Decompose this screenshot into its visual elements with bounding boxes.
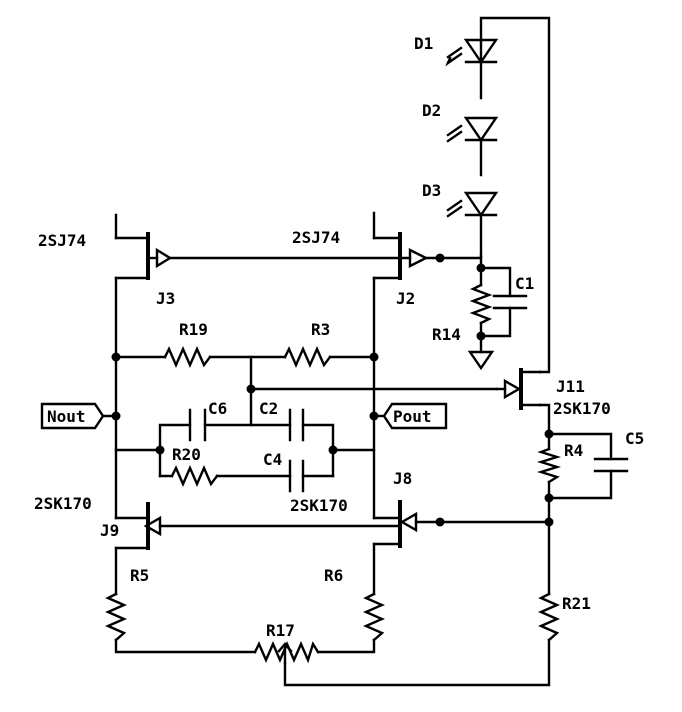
- junction-dot: [328, 445, 338, 455]
- transistor-j3: 2SJ74 J3: [38, 231, 175, 308]
- ground-symbol: [467, 350, 495, 371]
- capacitor-c4-label: C4: [263, 450, 282, 469]
- resistor-r14-label: R14: [432, 325, 461, 344]
- capacitor-c6: C6: [188, 399, 227, 442]
- transistor-j8-ref: J8: [393, 469, 412, 488]
- transistor-j11: J11 2SK170: [495, 368, 611, 418]
- junction-dot: [369, 352, 379, 362]
- resistor-r5-label: R5: [130, 566, 149, 585]
- resistor-r4: R4: [536, 441, 583, 484]
- transistor-j3-part: 2SJ74: [38, 231, 86, 250]
- transistor-j8: J8 2SK170: [290, 469, 418, 548]
- diode-d1-label: D1: [414, 34, 433, 53]
- transistor-j2: 2SJ74 J2: [292, 228, 429, 308]
- junctions: [111, 253, 554, 527]
- capacitor-c5: C5: [593, 429, 644, 473]
- junction-dot: [246, 384, 256, 394]
- junction-dot: [544, 429, 554, 439]
- junction-dot: [111, 411, 121, 421]
- transistor-j2-part: 2SJ74: [292, 228, 340, 247]
- junction-dot: [155, 445, 165, 455]
- port-pout-label: Pout: [393, 407, 432, 426]
- transistor-j8-part: 2SK170: [290, 496, 348, 515]
- resistor-r19-label: R19: [179, 320, 208, 339]
- junction-dot: [476, 331, 486, 341]
- transistor-j9-part: 2SK170: [34, 494, 92, 513]
- resistor-r3-label: R3: [311, 320, 330, 339]
- diode-d3: D3: [422, 181, 499, 218]
- capacitor-c2: C2: [259, 399, 305, 442]
- transistor-j3-ref: J3: [156, 289, 175, 308]
- transistor-j11-ref: J11: [556, 377, 585, 396]
- resistor-r20-label: R20: [172, 445, 201, 464]
- junction-dot: [435, 253, 445, 263]
- resistor-r4-label: R4: [564, 441, 583, 460]
- capacitor-c4: C4: [263, 450, 305, 493]
- resistor-r6-label: R6: [324, 566, 343, 585]
- port-pout: Pout: [382, 402, 448, 430]
- junction-dot: [544, 493, 554, 503]
- junction-dot: [544, 517, 554, 527]
- diode-d1: D1: [414, 34, 499, 67]
- diode-d2: D2: [422, 101, 499, 143]
- capacitor-c5-label: C5: [625, 429, 644, 448]
- port-nout-label: Nout: [47, 407, 86, 426]
- resistor-r21-label: R21: [562, 594, 591, 613]
- potentiometer-r17-label: R17: [266, 621, 295, 640]
- resistor-r6: R6: [324, 566, 385, 642]
- junction-dot: [476, 263, 486, 273]
- transistor-j9: 2SK170 J9: [34, 494, 162, 550]
- capacitor-c2-label: C2: [259, 399, 278, 418]
- resistor-r21: R21: [538, 592, 591, 642]
- capacitor-c6-label: C6: [208, 399, 227, 418]
- junction-dot: [435, 517, 445, 527]
- junction-dot: [369, 411, 379, 421]
- potentiometer-r17: R17: [253, 621, 320, 665]
- capacitor-c1: C1: [492, 274, 534, 310]
- junction-dot: [111, 352, 121, 362]
- capacitor-c1-label: C1: [515, 274, 534, 293]
- transistor-j9-ref: J9: [100, 521, 119, 540]
- resistor-r20: R20: [170, 445, 219, 487]
- resistor-r19: R19: [163, 320, 212, 368]
- resistor-r14: R14: [432, 283, 493, 344]
- transistor-j11-part: 2SK170: [553, 399, 611, 418]
- transistor-j2-ref: J2: [396, 289, 415, 308]
- diode-d3-label: D3: [422, 181, 441, 200]
- resistor-r3: R3: [283, 320, 332, 368]
- port-nout: Nout: [40, 402, 105, 430]
- resistor-r5: R5: [105, 566, 149, 642]
- diode-d2-label: D2: [422, 101, 441, 120]
